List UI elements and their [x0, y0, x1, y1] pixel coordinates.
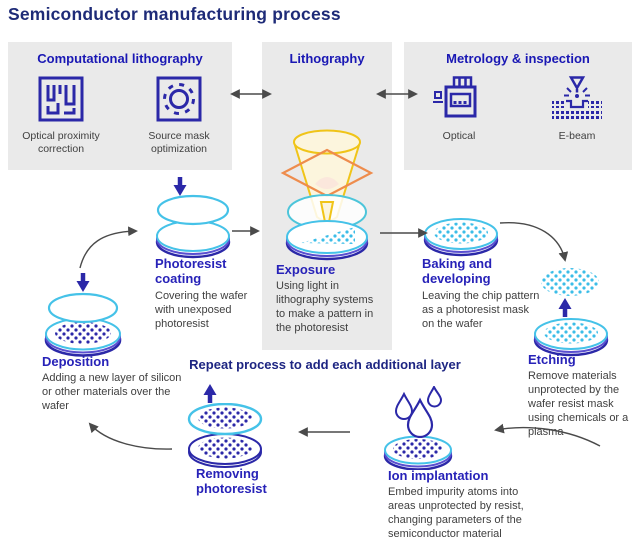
panel-lithography: Lithography	[262, 42, 392, 350]
step-etching: Etching Remove materials unprotected by …	[528, 352, 636, 440]
step-photoresist-coating: Photoresist coating Covering the wafer w…	[155, 256, 267, 332]
ebeam-item: E-beam	[531, 76, 623, 143]
opc-label: Optical proximity correction	[22, 130, 100, 155]
baking-developing-wafer-icon	[423, 218, 499, 257]
step-desc: Leaving the chip pattern as a photoresis…	[422, 289, 540, 330]
smo-item: Source mask optimization	[133, 76, 225, 155]
etching-pattern-cloud-icon	[541, 268, 599, 296]
smo-icon	[156, 76, 202, 122]
etching-wafer-icon	[533, 318, 609, 357]
panel-metrology-inspection: Metrology & inspection Optical	[404, 42, 632, 170]
arrow-deposition-to-photoresist	[79, 226, 138, 269]
step-desc: Embed impurity atoms into areas unprotec…	[388, 486, 524, 541]
opc-item: Optical proximity correction	[15, 76, 107, 155]
ion-implantation-wafer-icon	[383, 435, 453, 470]
panel-computational-lithography: Computational lithography Optical proxim…	[8, 42, 232, 170]
step-title: Deposition	[42, 354, 110, 369]
smo-label: Source mask optimization	[148, 130, 210, 155]
step-exposure: Exposure Using light in lithography syst…	[276, 262, 384, 336]
optical-metrology-icon	[433, 76, 477, 118]
step-ion-implantation: Ion implantation Embed impurity atoms in…	[388, 468, 538, 542]
droplets-icon	[394, 386, 443, 438]
step-title: Exposure	[276, 262, 336, 277]
down-arrow-icon	[76, 273, 90, 292]
step-title: Removing photoresist	[196, 466, 267, 497]
deposition-icon	[44, 292, 122, 357]
repeat-process-note: Repeat process to add each additional la…	[189, 357, 461, 372]
step-deposition: Deposition Adding a new layer of silicon…	[42, 354, 182, 414]
down-arrow-icon	[173, 177, 187, 196]
arrow-baking-to-etching	[499, 221, 569, 262]
step-desc: Using light in lithography systems to ma…	[276, 280, 374, 335]
step-removing-photoresist: Removing photoresist	[196, 466, 296, 497]
step-title: Baking and developing	[422, 256, 493, 287]
up-arrow-icon	[203, 384, 217, 403]
step-desc: Covering the wafer with unexposed photor…	[155, 289, 248, 330]
exposure-lithography-tool-icon	[280, 129, 374, 261]
optical-metrology-label: Optical	[442, 130, 476, 142]
photoresist-coating-icon	[155, 194, 231, 259]
opc-icon	[38, 76, 84, 122]
step-title: Photoresist coating	[155, 256, 227, 287]
removing-photoresist-icon	[187, 403, 263, 468]
up-arrow-icon	[558, 298, 572, 317]
step-title: Ion implantation	[388, 468, 489, 483]
optical-metrology-item: Optical	[413, 76, 505, 143]
arrow-removing-to-deposition	[88, 422, 173, 450]
step-title: Etching	[528, 352, 576, 367]
panel-lithography-title: Lithography	[289, 51, 365, 66]
panel-computational-title: Computational lithography	[37, 51, 203, 66]
panel-metrology-title: Metrology & inspection	[446, 51, 590, 66]
page-title: Semiconductor manufacturing process	[8, 4, 341, 24]
ebeam-label: E-beam	[558, 130, 596, 142]
step-desc: Remove materials unprotected by the wafe…	[528, 370, 629, 439]
step-baking-developing: Baking and developing Leaving the chip p…	[422, 256, 540, 332]
ebeam-icon	[552, 76, 602, 121]
step-desc: Adding a new layer of silicon or other m…	[42, 372, 182, 413]
